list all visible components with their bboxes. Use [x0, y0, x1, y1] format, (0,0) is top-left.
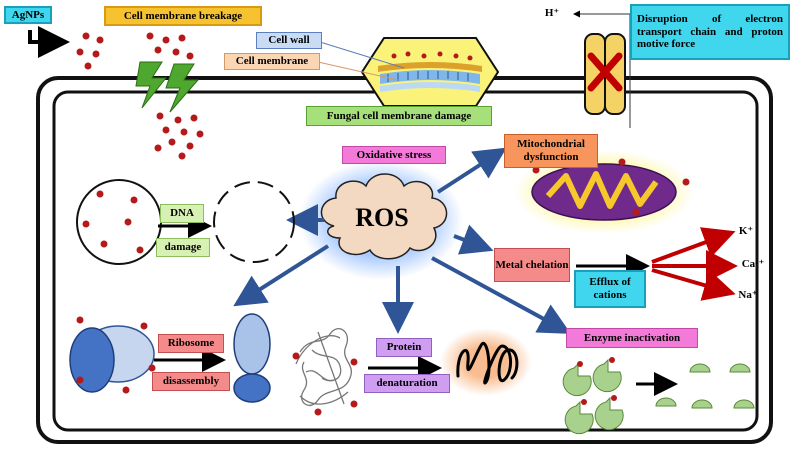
dna-circle-intact: [76, 179, 162, 265]
na-ion-label: Na⁺: [738, 288, 758, 301]
metal-chelation-label: Metal chelation: [494, 248, 570, 282]
dna-damage-label: damage: [156, 238, 210, 257]
disassembly-label: disassembly: [152, 372, 230, 391]
fungal-damage-label: Fungal cell membrane damage: [306, 106, 492, 126]
protein-label: Protein: [376, 338, 432, 357]
agnps-label: AgNPs: [4, 6, 52, 24]
ca-ion-label: Ca²⁺: [741, 257, 765, 270]
mitochondrial-label: Mitochondrial dysfunction: [504, 134, 598, 168]
proton-channel: [584, 33, 626, 115]
k-ion-label: K⁺: [738, 224, 754, 237]
dna-particles: [82, 190, 144, 254]
active-enzymes: [562, 358, 624, 435]
ros-label: ROS: [355, 203, 409, 233]
proton-label: H⁺: [544, 6, 560, 19]
dna-circle-damaged: [213, 181, 295, 263]
lightning-icon: [135, 61, 200, 113]
dna-label: DNA: [160, 204, 204, 223]
agnp-particles-outside: [76, 32, 194, 70]
hexagon-particles: [391, 51, 473, 61]
agnps-arrow: [28, 26, 70, 58]
cell-membrane-label: Cell membrane: [224, 53, 320, 70]
inactive-enzymes: [655, 363, 755, 409]
denaturation-label: denaturation: [364, 374, 450, 393]
ribosome-disassembled: [233, 313, 271, 403]
electron-transport-label: Disruption of electron transport chain a…: [630, 4, 790, 60]
ros-cloud: [320, 173, 448, 260]
cell-membrane-breakage-label: Cell membrane breakage: [104, 6, 262, 26]
protein-structure: [295, 328, 352, 406]
oxidative-stress-label: Oxidative stress: [342, 146, 446, 164]
ribosome-label: Ribosome: [158, 334, 224, 353]
cell-wall-label: Cell wall: [256, 32, 322, 49]
efflux-label: Efflux of cations: [574, 270, 646, 308]
ribosome-intact: [69, 325, 155, 393]
agnp-particles-entering: [154, 112, 204, 160]
denatured-protein: [456, 342, 519, 385]
enzyme-inactivation-label: Enzyme inactivation: [566, 328, 698, 348]
membrane-layers: [378, 62, 482, 92]
